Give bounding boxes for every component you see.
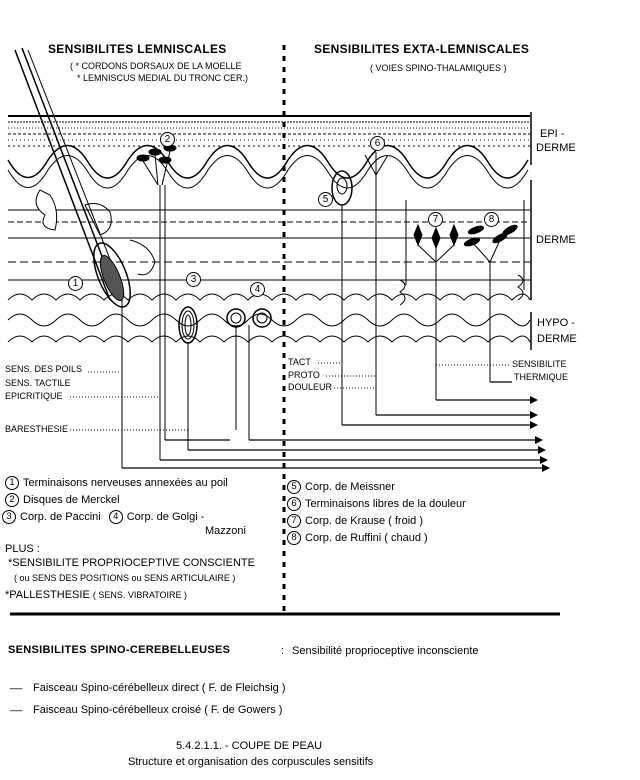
left-subtitle-2: * LEMNISCUS MEDIAL DU TRONC CER.) — [77, 73, 249, 83]
legend-item-8: 8 Corp. de Ruffini ( chaud ) — [287, 531, 428, 545]
legend-item-3-4: 3 Corp. de Paccini 4 Corp. de Golgi - — [2, 510, 204, 524]
dash-1: __ — [10, 678, 23, 690]
legend-number-2: 2 — [5, 493, 19, 507]
left-title: SENSIBILITES LEMNISCALES — [48, 42, 227, 56]
layer-label-hypo-derme: DERME — [537, 333, 577, 345]
legend-text-2: Disques de Merckel — [23, 494, 120, 506]
marker-5: 5 — [318, 192, 333, 207]
legend-item-5: 5 Corp. de Meissner — [287, 480, 395, 494]
merckel-discs — [136, 144, 177, 460]
legend-number-6: 6 — [287, 497, 301, 511]
legend-item-1: 1 Terminaisons nerveuses annexées au poi… — [5, 476, 228, 490]
caption-subtitle: Structure et organisation des corpuscule… — [128, 756, 374, 768]
label-leaders — [70, 362, 510, 431]
label-proto: PROTO — [288, 370, 320, 380]
krause-corpuscles — [399, 200, 459, 400]
legend-text-3: Corp. de Paccini — [20, 511, 101, 523]
legend-text-5: Corp. de Meissner — [305, 481, 395, 493]
legend-plus-2-main: *PALLESTHESIE — [5, 589, 90, 601]
legend-text-8: Corp. de Ruffini ( chaud ) — [305, 532, 428, 544]
spino-cerebellar-desc: Sensibilité proprioceptive inconsciente — [292, 645, 479, 657]
dash-2: __ — [10, 700, 23, 712]
caption-title: 5.4.2.1.1. - COUPE DE PEAU — [176, 740, 323, 752]
marker-4: 4 — [250, 282, 265, 297]
legend-text-7: Corp. de Krause ( froid ) — [305, 515, 423, 527]
legend-plus-1b: ( ou SENS DES POSITIONS ou SENS ARTICULA… — [14, 573, 236, 583]
marker-2: 2 — [160, 132, 175, 147]
left-subtitle-1: ( * CORDONS DORSAUX DE LA MOELLE — [70, 61, 242, 71]
legend-text-1: Terminaisons nerveuses annexées au poil — [23, 477, 228, 489]
label-sens-tactile: SENS. TACTILE — [5, 378, 71, 388]
marker-1: 1 — [68, 276, 83, 291]
legend-number-8: 8 — [287, 531, 301, 545]
marker-8: 8 — [484, 212, 499, 227]
layer-label-epi-derme: DERME — [536, 142, 576, 154]
label-baresthesie: BARESTHESIE — [5, 424, 69, 434]
golgi-mazzoni-corpuscles — [226, 308, 272, 440]
spino-cerebellar-colon: : — [281, 645, 285, 657]
legend-number-5: 5 — [287, 480, 301, 494]
label-epicritique: EPICRITIQUE — [5, 391, 63, 401]
label-sens-poils: SENS. DES POILS — [5, 364, 83, 374]
right-title: SENSIBILITES EXTA-LEMNISCALES — [314, 42, 530, 56]
legend-item-7: 7 Corp. de Krause ( froid ) — [287, 514, 423, 528]
arrow-heads — [530, 396, 550, 472]
hypodermis-layer — [7, 293, 531, 343]
layer-label-derme: DERME — [536, 234, 576, 246]
legend-number-3: 3 — [2, 510, 16, 524]
legend-text-4-cont: Mazzoni — [205, 525, 246, 537]
label-thermique: THERMIQUE — [514, 372, 568, 382]
layer-label-hypo: HYPO - — [537, 317, 575, 329]
marker-3: 3 — [186, 272, 201, 287]
legend-text-4: Corp. de Golgi - — [126, 511, 205, 523]
epidermis-layer — [7, 115, 530, 189]
meissner-corpuscle — [331, 170, 353, 425]
marker-6: 6 — [370, 136, 385, 151]
legend-plus-1: *SENSIBILITE PROPRIOCEPTIVE CONSCIENTE — [8, 557, 255, 569]
dermis-layer — [8, 209, 530, 281]
legend-number-7: 7 — [287, 514, 301, 528]
legend-plus-2: *PALLESTHESIE ( SENS. VIBRATOIRE ) — [5, 589, 187, 601]
marker-7: 7 — [428, 212, 443, 227]
free-nerve-endings — [364, 152, 389, 415]
legend-text-6: Terminaisons libres de la douleur — [305, 498, 466, 510]
legend-plus-2-sub: ( SENS. VIBRATOIRE ) — [92, 590, 188, 600]
layer-label-epi: EPI - — [540, 128, 565, 140]
right-subtitle: ( VOIES SPINO-THALAMIQUES ) — [370, 63, 507, 73]
label-sensibilite: SENSIBILITE — [512, 359, 567, 369]
legend-number-1: 1 — [5, 476, 19, 490]
legend-number-4: 4 — [108, 510, 123, 524]
gowers-line: Faisceau Spino-cérébelleux croisé ( F. d… — [33, 704, 283, 716]
spino-cerebellar-title: SENSIBILITES SPINO-CEREBELLEUSES — [8, 644, 231, 656]
paccini-corpuscle — [178, 306, 198, 450]
legend-plus: PLUS : — [5, 543, 40, 555]
legend-item-6: 6 Terminaisons libres de la douleur — [287, 497, 466, 511]
pathway-arrows — [122, 381, 542, 469]
label-tact: TACT — [288, 357, 311, 367]
legend-item-2: 2 Disques de Merckel — [5, 493, 120, 507]
label-douleur: DOULEUR — [288, 382, 333, 392]
hair-follicle — [14, 47, 156, 468]
fleichsig-line: Faisceau Spino-cérébelleux direct ( F. d… — [33, 682, 286, 694]
ruffini-corpuscles — [463, 200, 525, 382]
